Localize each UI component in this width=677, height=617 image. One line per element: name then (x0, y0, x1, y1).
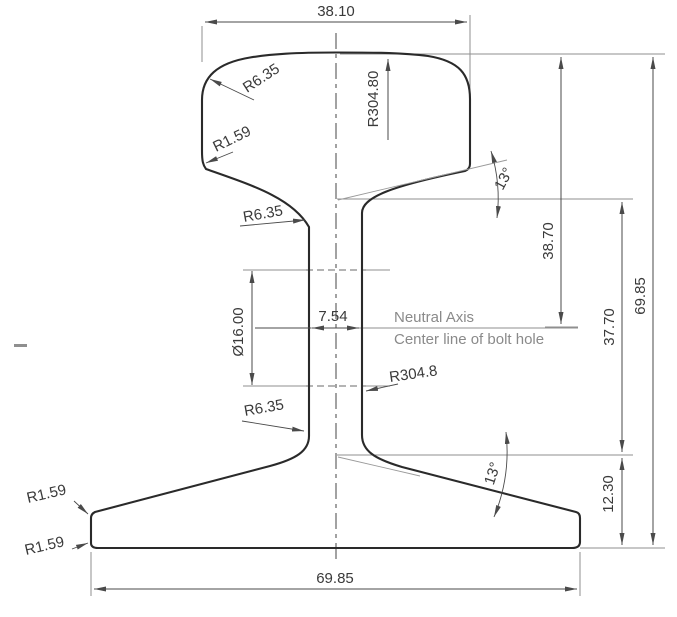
web-thickness-label: 7.54 (318, 308, 347, 325)
upper-web-fillet-leader (239, 218, 306, 227)
dim-foot-thickness: 12.30 (600, 458, 625, 545)
bolt-hole-diameter-label: Ø16.00 (230, 307, 247, 356)
foot-edge-radius-upper-label: R1.59 (25, 481, 68, 507)
head-angle-label: 13° (491, 165, 517, 193)
head-slope-extension-line (337, 159, 508, 201)
head-base-to-foot-label: 37.70 (601, 308, 618, 346)
dim-total-height: 69.85 (632, 57, 656, 545)
head-corner-radius-leader (209, 78, 255, 101)
neutral-axis-notes: Neutral Axis Center line of bolt hole (394, 309, 544, 348)
web-face-radius-leader (365, 383, 399, 392)
stray-mark (14, 344, 27, 347)
upper-web-fillet-label: R6.35 (242, 202, 284, 226)
foot-angle-annotation: 13° (337, 431, 510, 518)
foot-angle-arc (493, 431, 510, 518)
web-face-radius-label: R304.8 (388, 362, 438, 386)
head-angle-annotation: 13° (337, 150, 517, 219)
dim-head-base-to-foot: 37.70 (601, 202, 625, 452)
bolt-hole-centerline-note: Center line of bolt hole (394, 331, 544, 348)
foot-edge-radius-upper-leader (73, 500, 89, 515)
bolt-hole-hidden-edges (306, 269, 366, 387)
total-height-label: 69.85 (632, 277, 649, 315)
lower-web-fillet-leader (241, 420, 305, 432)
foot-width-label: 69.85 (316, 570, 354, 587)
dim-head-width: 38.10 (205, 3, 467, 25)
dim-crown-radius: R304.80 (365, 59, 391, 140)
head-corner-radius-label: R6.35 (240, 60, 283, 96)
foot-edge-radius-lower-label: R1.59 (23, 533, 66, 559)
head-lower-corner-radius-label: R1.59 (210, 123, 253, 156)
foot-edge-radius-lower-leader (71, 542, 89, 550)
crown-radius-label: R304.80 (365, 71, 382, 128)
rail-profile-outline (89, 51, 582, 550)
head-angle-arc (490, 150, 501, 219)
foot-thickness-label: 12.30 (600, 475, 617, 513)
neutral-axis-note: Neutral Axis (394, 309, 474, 326)
foot-angle-label: 13° (481, 460, 504, 487)
head-lower-corner-radius-leader (205, 151, 234, 164)
top-to-na-label: 38.70 (540, 222, 557, 260)
head-width-label: 38.10 (317, 3, 355, 20)
foot-slope-extension-line (337, 456, 421, 477)
dim-web-thickness: 7.54 (255, 308, 359, 331)
dim-foot-width: 69.85 (94, 570, 577, 592)
dim-bolt-hole-diameter: Ø16.00 (230, 271, 255, 385)
dim-top-to-neutral-axis: 38.70 (540, 57, 564, 324)
lower-web-fillet-label: R6.35 (243, 396, 285, 420)
